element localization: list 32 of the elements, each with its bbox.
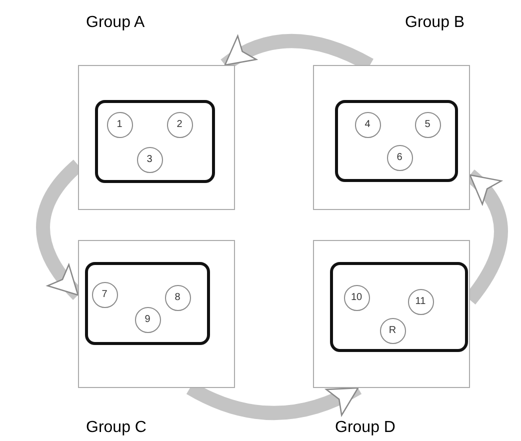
number-label: 2 (176, 119, 182, 130)
group-heading: Group C (86, 419, 146, 437)
number-label: 5 (424, 119, 430, 130)
number-label: 6 (396, 152, 402, 163)
number-label: 1 (116, 119, 122, 130)
number-circle (380, 318, 406, 344)
rounded-box (94, 100, 214, 182)
number-label: 3 (146, 154, 152, 165)
number-label: 9 (144, 314, 150, 325)
rounded-box (334, 100, 458, 182)
number-label: R (388, 325, 396, 336)
number-circle (408, 288, 434, 314)
number-circle (164, 284, 190, 310)
number-circle (166, 112, 192, 138)
number-circle (136, 146, 162, 172)
group-heading: Group D (335, 419, 396, 437)
number-circle (344, 284, 370, 310)
number-circle (106, 112, 132, 138)
number-circle (92, 282, 118, 308)
number-label: 8 (174, 292, 180, 303)
number-label: 4 (364, 119, 370, 130)
number-circle (414, 112, 440, 138)
number-circle (134, 306, 160, 332)
rounded-box (330, 262, 468, 352)
number-label: 10 (350, 292, 362, 303)
rounded-box (84, 262, 210, 344)
group-heading: Group A (86, 14, 145, 32)
number-circle (354, 112, 380, 138)
group-heading: Group B (405, 14, 465, 32)
number-label: 7 (102, 289, 108, 300)
number-label: 11 (415, 296, 426, 307)
number-circle (386, 144, 412, 170)
